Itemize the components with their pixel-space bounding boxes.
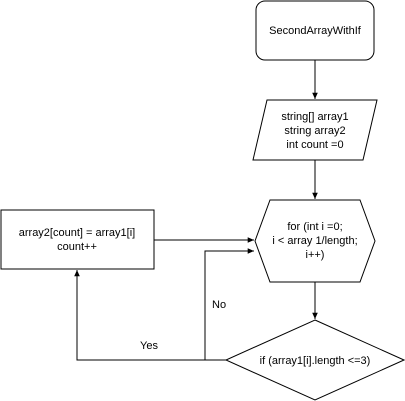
edge-decision-yes bbox=[74, 270, 226, 361]
input-line-2: string array2 bbox=[284, 125, 345, 137]
input-line-1: string[] array1 bbox=[281, 111, 348, 123]
decision-node[interactable]: if (array1[i].length <=3) bbox=[224, 319, 405, 401]
input-line-3: int count =0 bbox=[286, 139, 343, 151]
start-node[interactable]: SecondArrayWithIf bbox=[255, 0, 375, 61]
assign-line-1: array2[count] = array1[i] bbox=[19, 227, 135, 239]
assign-node[interactable]: array2[count] = array1[i] count++ bbox=[0, 209, 155, 270]
no-edge-label: No bbox=[212, 299, 226, 311]
assign-line-2: count++ bbox=[57, 241, 97, 253]
loop-line-1: for (int i =0; bbox=[287, 221, 342, 233]
loop-node[interactable]: for (int i =0; i < array 1/length; i++) bbox=[254, 199, 376, 283]
decision-label: if (array1[i].length <=3) bbox=[260, 355, 371, 367]
yes-edge-label: Yes bbox=[140, 340, 158, 352]
loop-line-3: i++) bbox=[306, 249, 325, 261]
edge-decision-no bbox=[204, 248, 254, 360]
loop-line-2: i < array 1/length; bbox=[272, 235, 357, 247]
start-node-label: SecondArrayWithIf bbox=[269, 25, 362, 37]
input-data-node[interactable]: string[] array1 string array2 int count … bbox=[252, 99, 378, 161]
